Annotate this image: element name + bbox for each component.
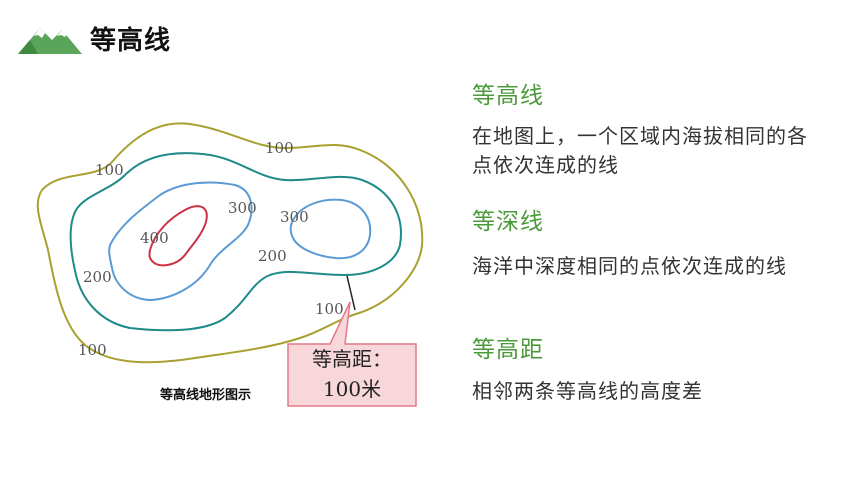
callout-line2: 100米 (322, 377, 382, 401)
desc-depth-line: 海洋中深度相同的点依次连成的线 (472, 254, 787, 278)
elevation-label: 300 (280, 208, 309, 226)
contour-line-300-right (289, 198, 372, 260)
contour-line-200 (69, 152, 402, 332)
elevation-label: 300 (228, 199, 257, 217)
elevation-label: 100 (78, 341, 107, 359)
elevation-label: 200 (83, 268, 112, 286)
interval-marker (346, 275, 356, 311)
callout-text: 等高距： 100米 (288, 344, 416, 404)
contour-line-100 (36, 122, 424, 364)
callout-line1: 等高距： (312, 347, 392, 371)
elevation-label: 100 (265, 139, 294, 157)
term-contour-line: 等高线 (472, 83, 544, 109)
callout-box (287, 301, 417, 407)
page-title: 等高线 (90, 25, 172, 56)
elevation-label: 100 (315, 300, 344, 318)
term-contour-interval: 等高距 (472, 337, 544, 363)
elevation-label: 200 (258, 247, 287, 265)
contour-line-400 (148, 205, 208, 267)
elevation-label: 100 (95, 161, 124, 179)
diagram-caption: 等高线地形图示 (160, 388, 252, 403)
term-depth-line: 等深线 (472, 209, 544, 235)
mountain-icon (18, 28, 82, 54)
desc-contour-line: 在地图上，一个区域内海拔相同的各点依次连成的线 (472, 124, 808, 177)
header: 等高线 (18, 18, 171, 58)
desc-contour-interval: 相邻两条等高线的高度差 (472, 379, 703, 403)
contour-line-300-left (108, 181, 253, 302)
elevation-label: 400 (140, 229, 169, 247)
